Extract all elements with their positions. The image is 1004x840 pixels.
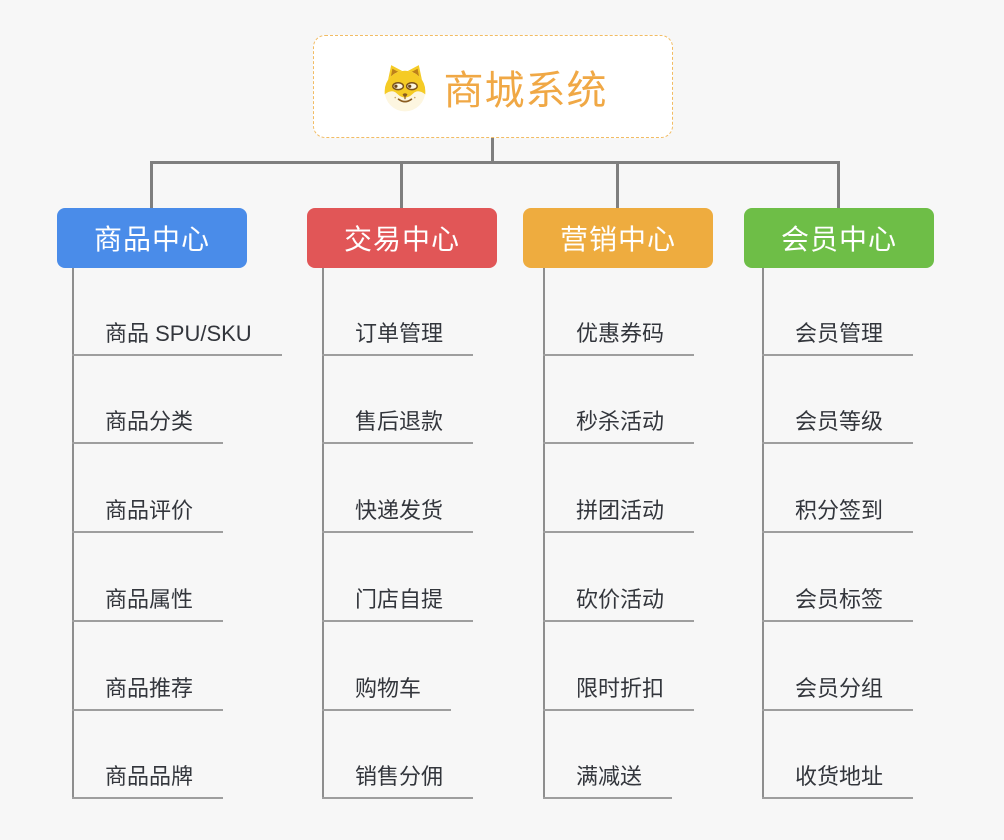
leaf-item[interactable]: 砍价活动 [543, 585, 695, 622]
leaf-item[interactable]: 优惠券码 [543, 319, 695, 356]
leaf-item[interactable]: 会员标签 [762, 585, 914, 622]
leaf-item[interactable]: 商品推荐 [72, 674, 224, 711]
leaf-item[interactable]: 商品属性 [72, 585, 224, 622]
leaf-item[interactable]: 秒杀活动 [543, 407, 695, 444]
leaf-item[interactable]: 购物车 [322, 674, 452, 711]
root-node[interactable]: 商城系统 [313, 35, 673, 138]
leaf-item[interactable]: 售后退款 [322, 407, 474, 444]
connector-drop-member [837, 161, 840, 208]
branch-trade-center[interactable]: 交易中心 [307, 208, 497, 268]
connector-drop-marketing [616, 161, 619, 208]
branch-spine-member [762, 268, 764, 799]
doge-icon [379, 61, 431, 113]
leaf-item[interactable]: 快递发货 [322, 496, 474, 533]
leaf-item[interactable]: 满减送 [543, 762, 673, 799]
branch-spine-trade [322, 268, 324, 799]
connector-drop-product [150, 161, 153, 208]
leaf-item[interactable]: 积分签到 [762, 496, 914, 533]
leaf-item[interactable]: 门店自提 [322, 585, 474, 622]
leaf-item[interactable]: 限时折扣 [543, 674, 695, 711]
branch-marketing-center[interactable]: 营销中心 [523, 208, 713, 268]
connector-drop-trade [400, 161, 403, 208]
root-title: 商城系统 [443, 68, 608, 113]
leaf-item[interactable]: 会员等级 [762, 407, 914, 444]
leaf-item[interactable]: 拼团活动 [543, 496, 695, 533]
leaf-item[interactable]: 商品分类 [72, 407, 224, 444]
branch-spine-product [72, 268, 74, 799]
leaf-item[interactable]: 会员管理 [762, 319, 914, 356]
leaf-item[interactable]: 销售分佣 [322, 762, 474, 799]
leaf-item[interactable]: 商品品牌 [72, 762, 224, 799]
leaf-item[interactable]: 收货地址 [762, 762, 914, 799]
leaf-item[interactable]: 订单管理 [322, 319, 474, 356]
leaf-item[interactable]: 商品评价 [72, 496, 224, 533]
branch-spine-marketing [543, 268, 545, 799]
leaf-item[interactable]: 会员分组 [762, 674, 914, 711]
connector-horizontal-bar [150, 161, 840, 164]
branch-member-center[interactable]: 会员中心 [744, 208, 934, 268]
branch-product-center[interactable]: 商品中心 [57, 208, 247, 268]
connector-root-stem [491, 138, 494, 164]
leaf-item[interactable]: 商品 SPU/SKU [72, 319, 282, 356]
